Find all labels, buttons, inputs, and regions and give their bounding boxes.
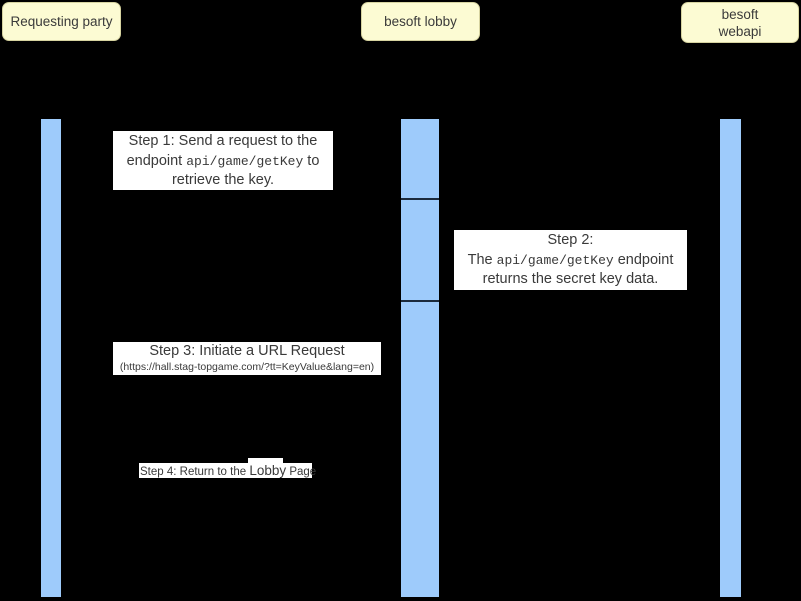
message-note-step-1: Step 1: Send a request to the endpoint a…	[113, 131, 333, 190]
step-2-line-2-suffix: endpoint	[613, 251, 674, 268]
lifeline-activation-besoft-lobby	[401, 119, 439, 597]
step-3-url: (https://hall.stag-topgame.com/?tt=KeyVa…	[119, 361, 375, 373]
step-1-line-3: retrieve the key.	[171, 172, 275, 188]
participant-requesting-party-label: Requesting party	[10, 14, 113, 29]
message-note-step-2: Step 2: The api/game/getKey endpoint ret…	[454, 230, 687, 290]
step-2-line-1: Step 2:	[547, 232, 594, 248]
step-2-line-3: returns the secret key data.	[482, 271, 659, 287]
step-2-line-2: The api/game/getKey endpoint	[454, 251, 687, 271]
message-note-step-4: Step 4: Return to the Lobby Page	[139, 463, 316, 480]
step-4-text-suffix: Page	[286, 466, 317, 478]
step-4-text-emphasis: Lobby	[249, 463, 287, 478]
participant-besoft-webapi[interactable]: besoft webapi	[681, 2, 799, 43]
step-1-line-1: Step 1: Send a request to the	[128, 133, 318, 149]
message-note-step-3: Step 3: Initiate a URL Request (https://…	[113, 342, 381, 375]
lifeline-activation-besoft-webapi	[720, 119, 741, 597]
participant-besoft-webapi-label: besoft webapi	[718, 6, 762, 39]
participant-besoft-lobby[interactable]: besoft lobby	[361, 2, 480, 41]
step-1-line-2-prefix: endpoint	[126, 152, 187, 169]
activation-segment-divider-2	[401, 300, 439, 302]
step-2-endpoint-code: api/game/getKey	[496, 252, 614, 268]
step-1-line-2-suffix: to	[303, 152, 320, 169]
step-1-line-2: endpoint api/game/getKey to	[113, 152, 333, 172]
message-note-step-4-tab	[248, 458, 283, 464]
participant-besoft-lobby-label: besoft lobby	[384, 14, 457, 29]
step-4-line-1: Step 4: Return to the Lobby Page	[140, 463, 316, 480]
participant-requesting-party[interactable]: Requesting party	[2, 2, 121, 41]
activation-segment-divider-1	[401, 198, 439, 200]
lifeline-activation-requesting-party	[41, 119, 61, 597]
step-3-line-1: Step 3: Initiate a URL Request	[149, 343, 345, 359]
step-2-line-2-prefix: The	[467, 251, 497, 268]
step-4-text-prefix: Step 4: Return to the	[140, 466, 250, 478]
step-1-endpoint-code: api/game/getKey	[186, 153, 304, 169]
